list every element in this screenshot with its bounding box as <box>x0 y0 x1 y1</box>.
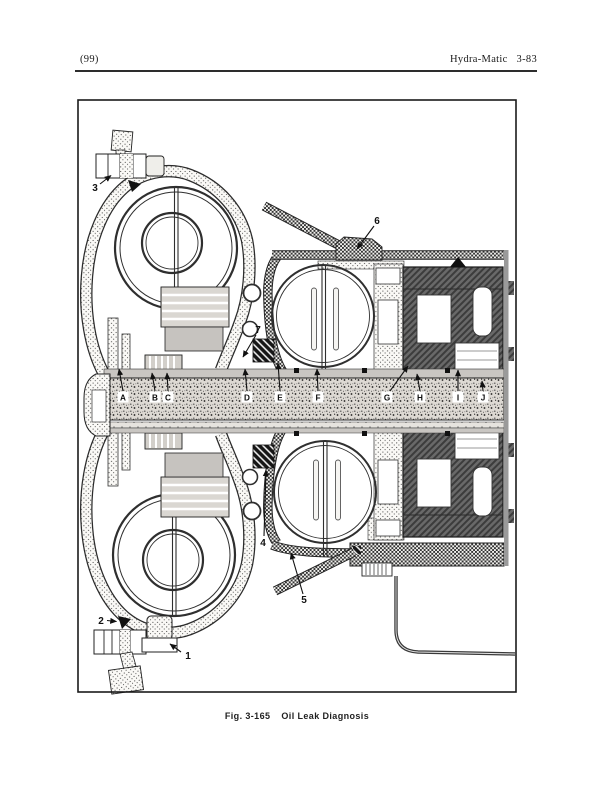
callout-letter-d: D <box>244 393 250 402</box>
planet-carrier-bottom <box>273 440 377 556</box>
callout-letter-i: I <box>457 393 459 402</box>
callout-letter-e: E <box>277 393 283 402</box>
callout-letter-j: J <box>481 393 486 402</box>
planet-carrier-top <box>271 264 375 380</box>
drain-plug-bottom <box>93 615 178 695</box>
callout-4: 4 <box>260 538 266 549</box>
figure-caption: Fig. 3-165 Oil Leak Diagnosis <box>78 711 516 721</box>
pan-bolt <box>361 562 393 577</box>
converter-housing <box>80 164 256 640</box>
front-clutch-assembly <box>144 286 230 518</box>
callout-3: 3 <box>92 183 98 194</box>
callout-5: 5 <box>301 595 307 606</box>
lettered-callouts: A B C D E F G H I J <box>117 362 489 403</box>
header-right: Hydra-Matic 3-83 <box>450 54 537 65</box>
seal-blocks <box>252 338 450 469</box>
callout-2: 2 <box>98 616 104 627</box>
clutch-drum-top <box>402 257 514 376</box>
servo-pistons <box>241 283 262 521</box>
callout-1: 1 <box>185 651 191 662</box>
header-rule <box>75 70 537 72</box>
callout-letter-g: G <box>384 393 390 402</box>
numbered-callouts: 1 2 3 4 5 6 7 <box>92 175 380 662</box>
section-code: 3-83 <box>516 54 537 65</box>
figure-label: Fig. 3-165 <box>224 711 271 721</box>
figure-title: Oil Leak Diagnosis <box>281 711 370 721</box>
output-shaft-band <box>103 250 509 566</box>
clutch-drum-bottom <box>402 428 514 538</box>
figure-frame <box>77 99 517 693</box>
callout-6: 6 <box>374 216 380 227</box>
page-number: (99) <box>80 54 99 65</box>
oil-cooler-tube <box>394 576 516 656</box>
manual-name: Hydra-Matic <box>450 54 508 65</box>
case-walls <box>261 201 505 596</box>
pressure-plug-top <box>95 129 165 192</box>
callout-letter-c: C <box>165 393 171 402</box>
letter-chips <box>117 391 489 403</box>
callout-letter-b: B <box>152 393 158 402</box>
callout-letter-f: F <box>315 393 320 402</box>
callout-letter-a: A <box>120 393 126 402</box>
front-pump-nose <box>83 373 111 437</box>
callout-letter-h: H <box>417 393 423 402</box>
callout-7: 7 <box>255 325 261 336</box>
